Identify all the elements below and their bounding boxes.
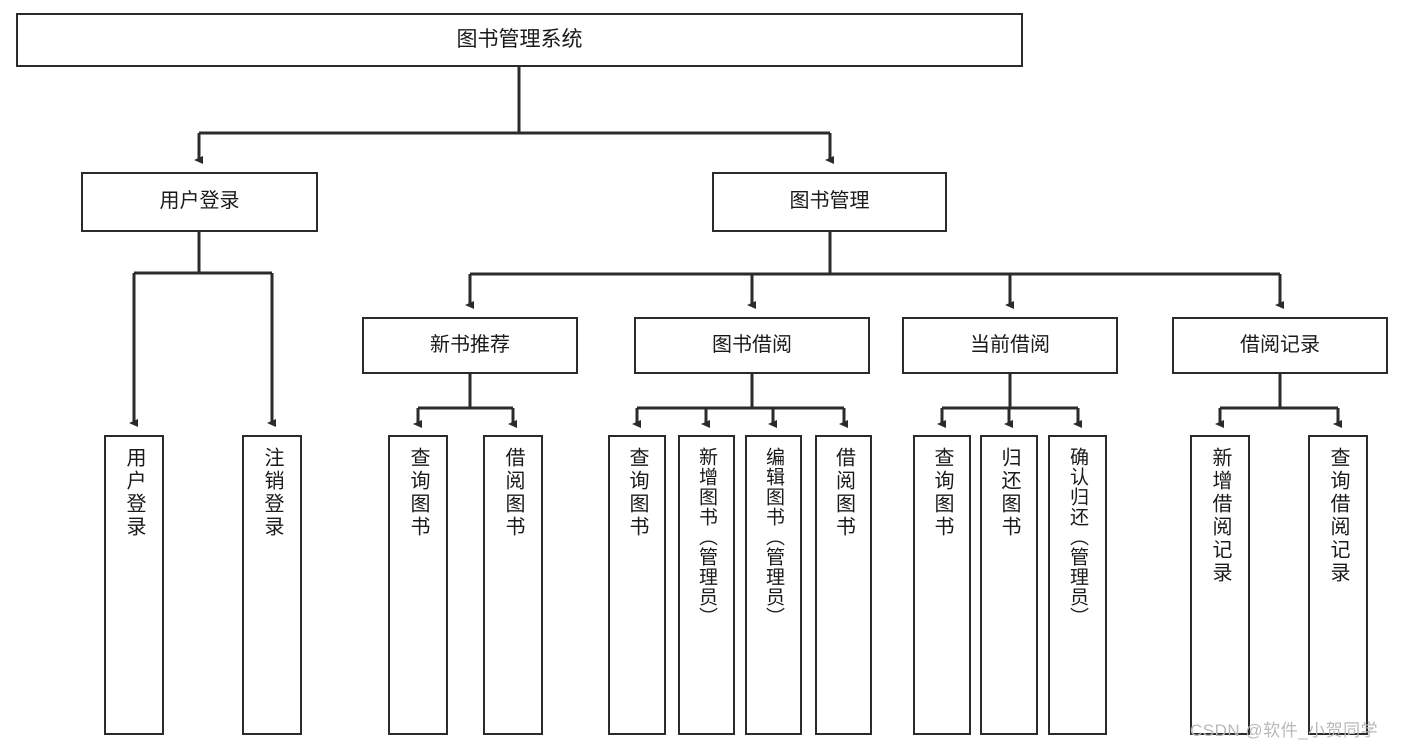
node-leaf-add-book-label: 新增图书（管理员） xyxy=(696,447,717,627)
node-book-borrow-label: 图书借阅 xyxy=(712,333,792,356)
node-book-management[interactable]: 图书管理 xyxy=(712,172,947,232)
node-leaf-user-login-label: 用户登录 xyxy=(123,447,145,539)
node-leaf-query-record-label: 查询借阅记录 xyxy=(1327,447,1349,585)
node-leaf-borrow-book-1-label: 借阅图书 xyxy=(502,447,524,539)
node-user-login[interactable]: 用户登录 xyxy=(81,172,318,232)
node-leaf-query-book-1-label: 查询图书 xyxy=(407,447,429,539)
node-leaf-borrow-book-2-label: 借阅图书 xyxy=(832,447,855,539)
node-leaf-logout-label: 注销登录 xyxy=(261,447,283,539)
node-leaf-add-record[interactable]: 新增借阅记录 xyxy=(1190,435,1250,735)
node-leaf-edit-book-label: 编辑图书（管理员） xyxy=(763,447,784,627)
node-leaf-query-record[interactable]: 查询借阅记录 xyxy=(1308,435,1368,735)
node-leaf-edit-book[interactable]: 编辑图书（管理员） xyxy=(745,435,802,735)
node-leaf-borrow-book-2[interactable]: 借阅图书 xyxy=(815,435,872,735)
node-current-borrow[interactable]: 当前借阅 xyxy=(902,317,1118,374)
node-borrow-record-label: 借阅记录 xyxy=(1240,333,1320,356)
node-leaf-query-book-2-label: 查询图书 xyxy=(626,447,648,539)
node-leaf-borrow-book-1[interactable]: 借阅图书 xyxy=(483,435,543,735)
node-leaf-return-book-label: 归还图书 xyxy=(998,447,1020,539)
node-leaf-query-book-2[interactable]: 查询图书 xyxy=(608,435,666,735)
node-leaf-logout[interactable]: 注销登录 xyxy=(242,435,302,735)
node-leaf-add-book[interactable]: 新增图书（管理员） xyxy=(678,435,735,735)
node-current-borrow-label: 当前借阅 xyxy=(970,333,1050,356)
node-leaf-add-record-label: 新增借阅记录 xyxy=(1209,447,1231,585)
node-user-login-label: 用户登录 xyxy=(159,190,240,213)
node-root[interactable]: 图书管理系统 xyxy=(16,13,1023,67)
node-new-book-recommend[interactable]: 新书推荐 xyxy=(362,317,578,374)
node-leaf-query-book-3-label: 查询图书 xyxy=(931,447,953,539)
node-leaf-confirm-return[interactable]: 确认归还（管理员） xyxy=(1048,435,1107,735)
node-book-management-label: 图书管理 xyxy=(789,190,870,213)
node-leaf-confirm-return-label: 确认归还（管理员） xyxy=(1067,447,1088,627)
node-new-book-recommend-label: 新书推荐 xyxy=(430,333,510,356)
node-leaf-user-login[interactable]: 用户登录 xyxy=(104,435,164,735)
csdn-watermark: CSDN @软件_小贺同学 xyxy=(1190,721,1379,740)
node-root-label: 图书管理系统 xyxy=(456,27,583,51)
node-leaf-return-book[interactable]: 归还图书 xyxy=(980,435,1038,735)
node-borrow-record[interactable]: 借阅记录 xyxy=(1172,317,1388,374)
node-book-borrow[interactable]: 图书借阅 xyxy=(634,317,870,374)
node-leaf-query-book-1[interactable]: 查询图书 xyxy=(388,435,448,735)
node-leaf-query-book-3[interactable]: 查询图书 xyxy=(913,435,971,735)
